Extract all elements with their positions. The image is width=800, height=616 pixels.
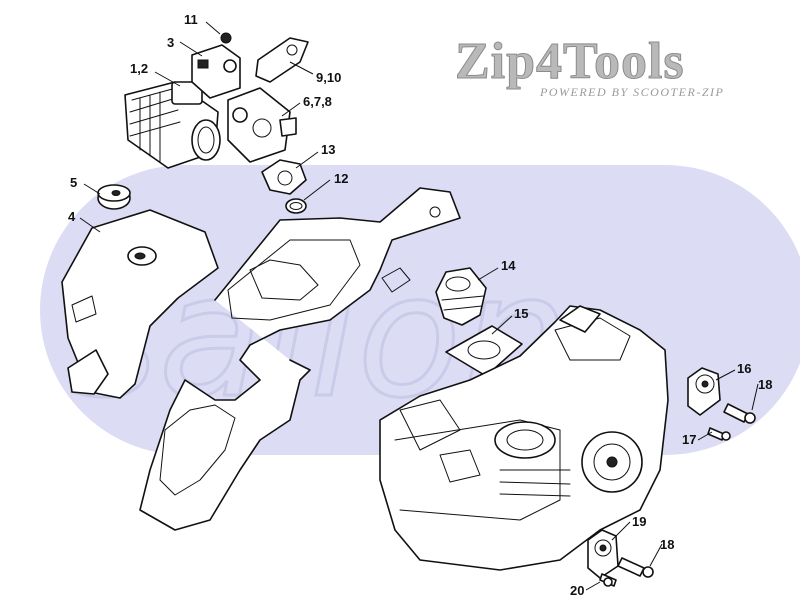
screw-top-part bbox=[723, 403, 756, 424]
callout-9-10: 9,10 bbox=[316, 70, 341, 85]
callout-19: 19 bbox=[632, 514, 646, 529]
av-mount-top-part bbox=[687, 367, 721, 416]
carburetor-part bbox=[227, 87, 297, 163]
callout-18-bottom: 18 bbox=[660, 537, 674, 552]
o-ring-part bbox=[285, 198, 307, 214]
gasket-part bbox=[261, 159, 307, 195]
callout-labels: 11 3 1,2 9,10 6,7,8 13 12 5 4 14 15 16 1… bbox=[68, 12, 772, 598]
top-cover-part bbox=[61, 209, 219, 399]
callout-6-7-8: 6,7,8 bbox=[303, 94, 332, 109]
brand-logo: Zip4Tools POWERED BY SCOOTER-ZIP bbox=[455, 33, 724, 100]
intake-manifold-part bbox=[255, 37, 309, 83]
av-mount-bottom-part bbox=[587, 529, 619, 579]
small-screw-bottom-part bbox=[599, 573, 617, 587]
intake-boot-part bbox=[435, 267, 487, 326]
callout-15: 15 bbox=[514, 306, 528, 321]
screw-bottom-part bbox=[617, 557, 654, 578]
nut-part bbox=[220, 32, 232, 44]
callout-17: 17 bbox=[682, 432, 696, 447]
handle-housing-part bbox=[139, 187, 461, 531]
callout-14: 14 bbox=[501, 258, 516, 273]
callout-5: 5 bbox=[70, 175, 77, 190]
callout-4: 4 bbox=[68, 209, 76, 224]
leader-lines bbox=[79, 21, 759, 591]
callout-1-2: 1,2 bbox=[130, 61, 148, 76]
crankcase-part bbox=[379, 305, 669, 571]
callout-18-top: 18 bbox=[758, 377, 772, 392]
callout-12: 12 bbox=[334, 171, 348, 186]
air-filter-part bbox=[124, 81, 221, 169]
carb-box-part bbox=[191, 44, 241, 99]
callout-3: 3 bbox=[167, 35, 174, 50]
logo-subtitle: POWERED BY SCOOTER-ZIP bbox=[539, 85, 724, 99]
callout-11: 11 bbox=[184, 12, 198, 27]
filter-cap-part bbox=[97, 184, 131, 210]
callout-20: 20 bbox=[570, 583, 584, 598]
logo-title: Zip4Tools bbox=[455, 33, 685, 90]
callout-16: 16 bbox=[737, 361, 751, 376]
callout-13: 13 bbox=[321, 142, 335, 157]
flange-part bbox=[445, 325, 523, 377]
small-screw-part bbox=[707, 427, 731, 441]
